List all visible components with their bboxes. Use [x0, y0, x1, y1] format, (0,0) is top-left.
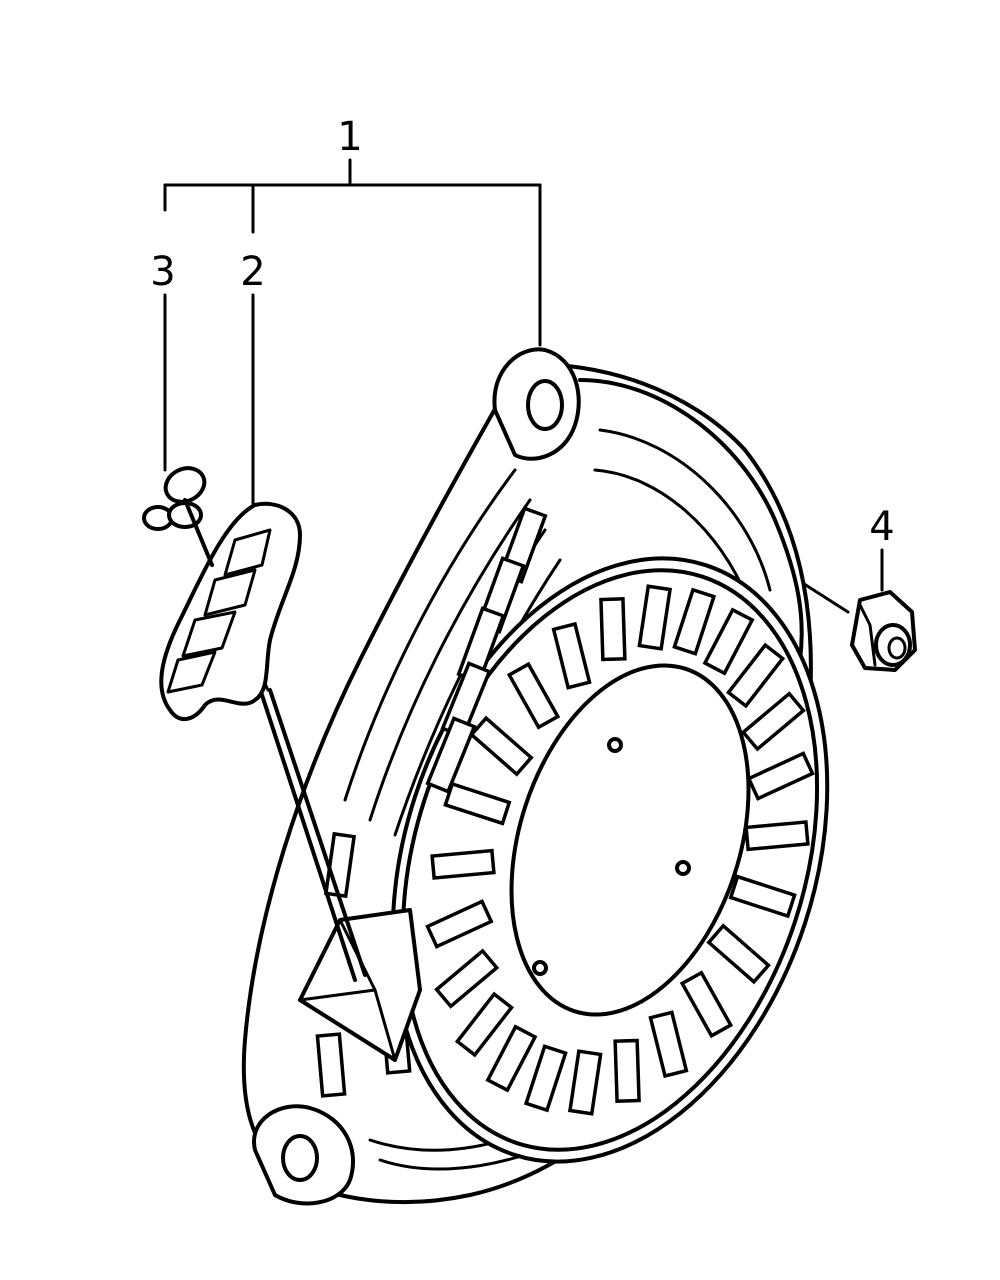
- vent-slot: [740, 691, 806, 752]
- vent-slot: [443, 781, 512, 826]
- vent-slot: [454, 991, 514, 1058]
- vent-slot: [702, 607, 755, 676]
- vent-slot: [679, 970, 734, 1039]
- pulley-hub: [509, 663, 751, 1017]
- callout-4-label: 4: [869, 504, 894, 550]
- vent-slot: [551, 621, 592, 690]
- mounting-ear-top: [492, 347, 581, 461]
- vent-slot: [523, 1044, 568, 1113]
- vent-slot: [672, 587, 717, 656]
- vent-slot: [726, 642, 786, 709]
- vent-slot: [613, 1038, 641, 1103]
- vent-slot: [434, 948, 500, 1009]
- vent-slot: [425, 899, 494, 949]
- hub-hole-2: [675, 860, 691, 876]
- rope-clip: [142, 466, 214, 567]
- callout-1-bracket: [163, 158, 542, 347]
- callout-2-label: 2: [240, 249, 265, 295]
- vent-slot: [706, 923, 771, 985]
- rope-guide: [298, 908, 422, 1062]
- vent-slot: [599, 597, 627, 662]
- vent-slot: [485, 1024, 538, 1093]
- vent-slot: [648, 1010, 689, 1079]
- flange-nut: [850, 590, 917, 672]
- mounting-hole-top: [526, 379, 564, 431]
- vent-slot: [746, 751, 815, 801]
- hub-hole-1: [607, 737, 623, 753]
- vent-slot: [430, 848, 496, 880]
- vent-slot: [744, 820, 810, 852]
- vent-slot: [469, 715, 534, 777]
- callout-1-label: 1: [337, 114, 362, 160]
- vent-slot: [637, 584, 673, 651]
- starter-handle: [159, 501, 302, 721]
- mounting-ear-bottom: [252, 1104, 356, 1206]
- callout-3-label: 3: [150, 249, 175, 295]
- hub-hole-3: [532, 960, 548, 976]
- vent-slot: [567, 1049, 603, 1116]
- vent-slot: [728, 874, 797, 919]
- vent-slot: [506, 661, 561, 730]
- vent-slots: [425, 584, 815, 1116]
- mounting-hole-bottom: [281, 1134, 319, 1182]
